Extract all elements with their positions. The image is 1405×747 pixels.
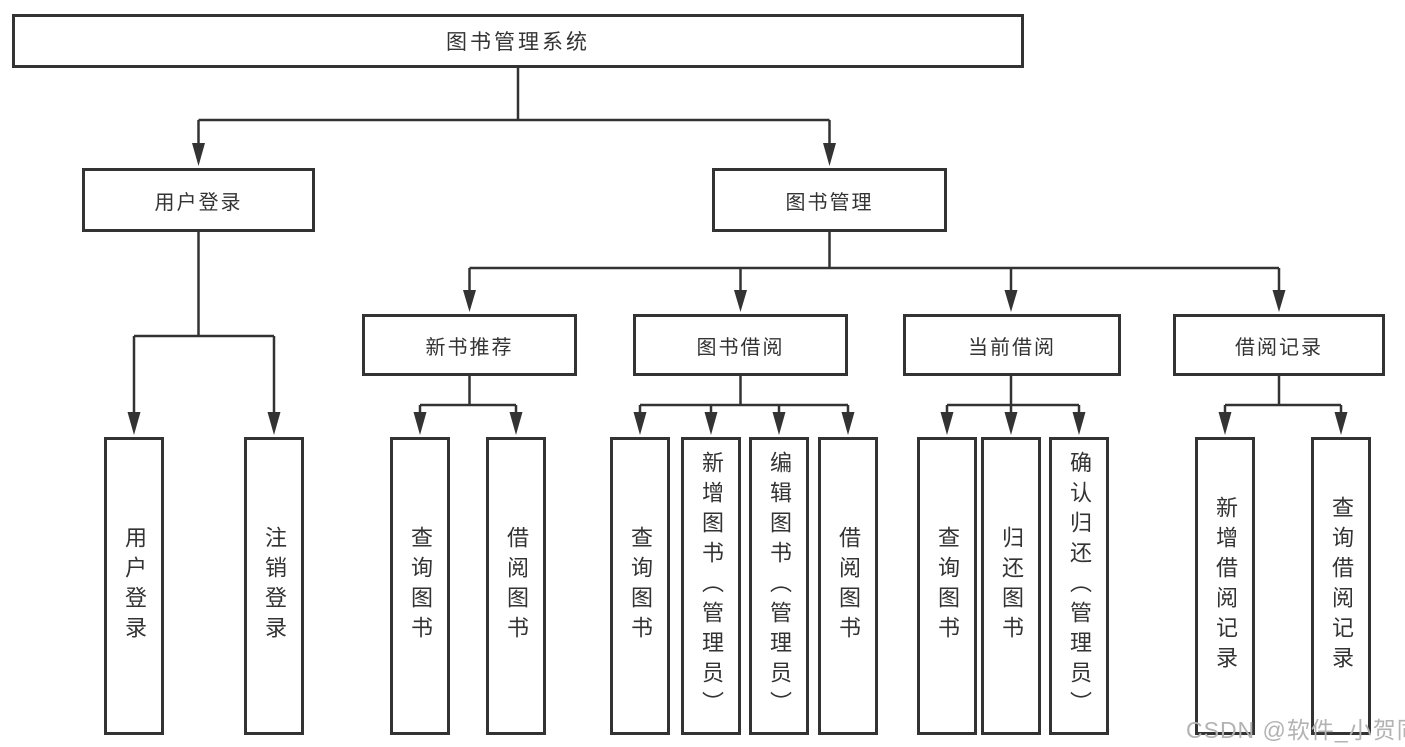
node-label: 当前借阅 xyxy=(968,336,1056,359)
node-user-login: 用户登录 xyxy=(82,168,315,232)
node-label: 查询图书 xyxy=(408,526,433,646)
node-borrow-records: 借阅记录 xyxy=(1173,314,1385,376)
leaf-borrow-borrow-books: 借阅图书 xyxy=(818,437,878,735)
node-label: 归还图书 xyxy=(999,526,1024,646)
leaf-borrow-query-books: 查询图书 xyxy=(610,437,670,735)
node-book-management: 图书管理 xyxy=(712,168,947,232)
node-label: 图书借阅 xyxy=(696,336,785,359)
leaf-records-add-borrow-record: 新增借阅记录 xyxy=(1195,437,1255,735)
node-label: 借阅图书 xyxy=(836,526,861,646)
leaf-current-return-books: 归还图书 xyxy=(981,437,1041,735)
csdn-watermark: CSDN @软件_小贺同学 xyxy=(1186,717,1405,743)
leaf-borrow-add-books-admin: 新增图书（管理员） xyxy=(681,437,741,735)
node-label: 确认归还（管理员） xyxy=(1067,451,1092,721)
node-label: 图书管理 xyxy=(785,191,874,214)
node-label: 查询借阅记录 xyxy=(1329,496,1354,676)
node-label: 注销登录 xyxy=(262,526,287,646)
node-label: 用户登录 xyxy=(154,191,243,214)
node-label: 借阅记录 xyxy=(1235,336,1323,359)
node-label: 借阅图书 xyxy=(504,526,529,646)
node-label: 查询图书 xyxy=(935,526,960,646)
node-label: 图书管理系统 xyxy=(446,31,590,54)
node-label: 用户登录 xyxy=(122,526,147,646)
node-current-borrow: 当前借阅 xyxy=(903,314,1121,376)
leaf-logout: 注销登录 xyxy=(244,437,304,735)
leaf-newbook-query-books: 查询图书 xyxy=(390,437,450,735)
node-label: 新增图书（管理员） xyxy=(699,451,724,721)
node-library-management-system: 图书管理系统 xyxy=(12,14,1024,68)
node-label: 编辑图书（管理员） xyxy=(767,451,792,721)
node-new-book-recommend: 新书推荐 xyxy=(362,314,577,376)
node-label: 新增借阅记录 xyxy=(1213,496,1238,676)
node-book-borrow: 图书借阅 xyxy=(633,314,848,376)
node-label: 新书推荐 xyxy=(425,336,514,359)
leaf-newbook-borrow-books: 借阅图书 xyxy=(486,437,546,735)
leaf-current-query-books: 查询图书 xyxy=(917,437,977,735)
leaf-borrow-edit-books-admin: 编辑图书（管理员） xyxy=(749,437,809,735)
leaf-current-confirm-return-admin: 确认归还（管理员） xyxy=(1049,437,1109,735)
node-label: 查询图书 xyxy=(628,526,653,646)
leaf-user-login: 用户登录 xyxy=(104,437,164,735)
leaf-records-query-borrow-record: 查询借阅记录 xyxy=(1311,437,1371,735)
